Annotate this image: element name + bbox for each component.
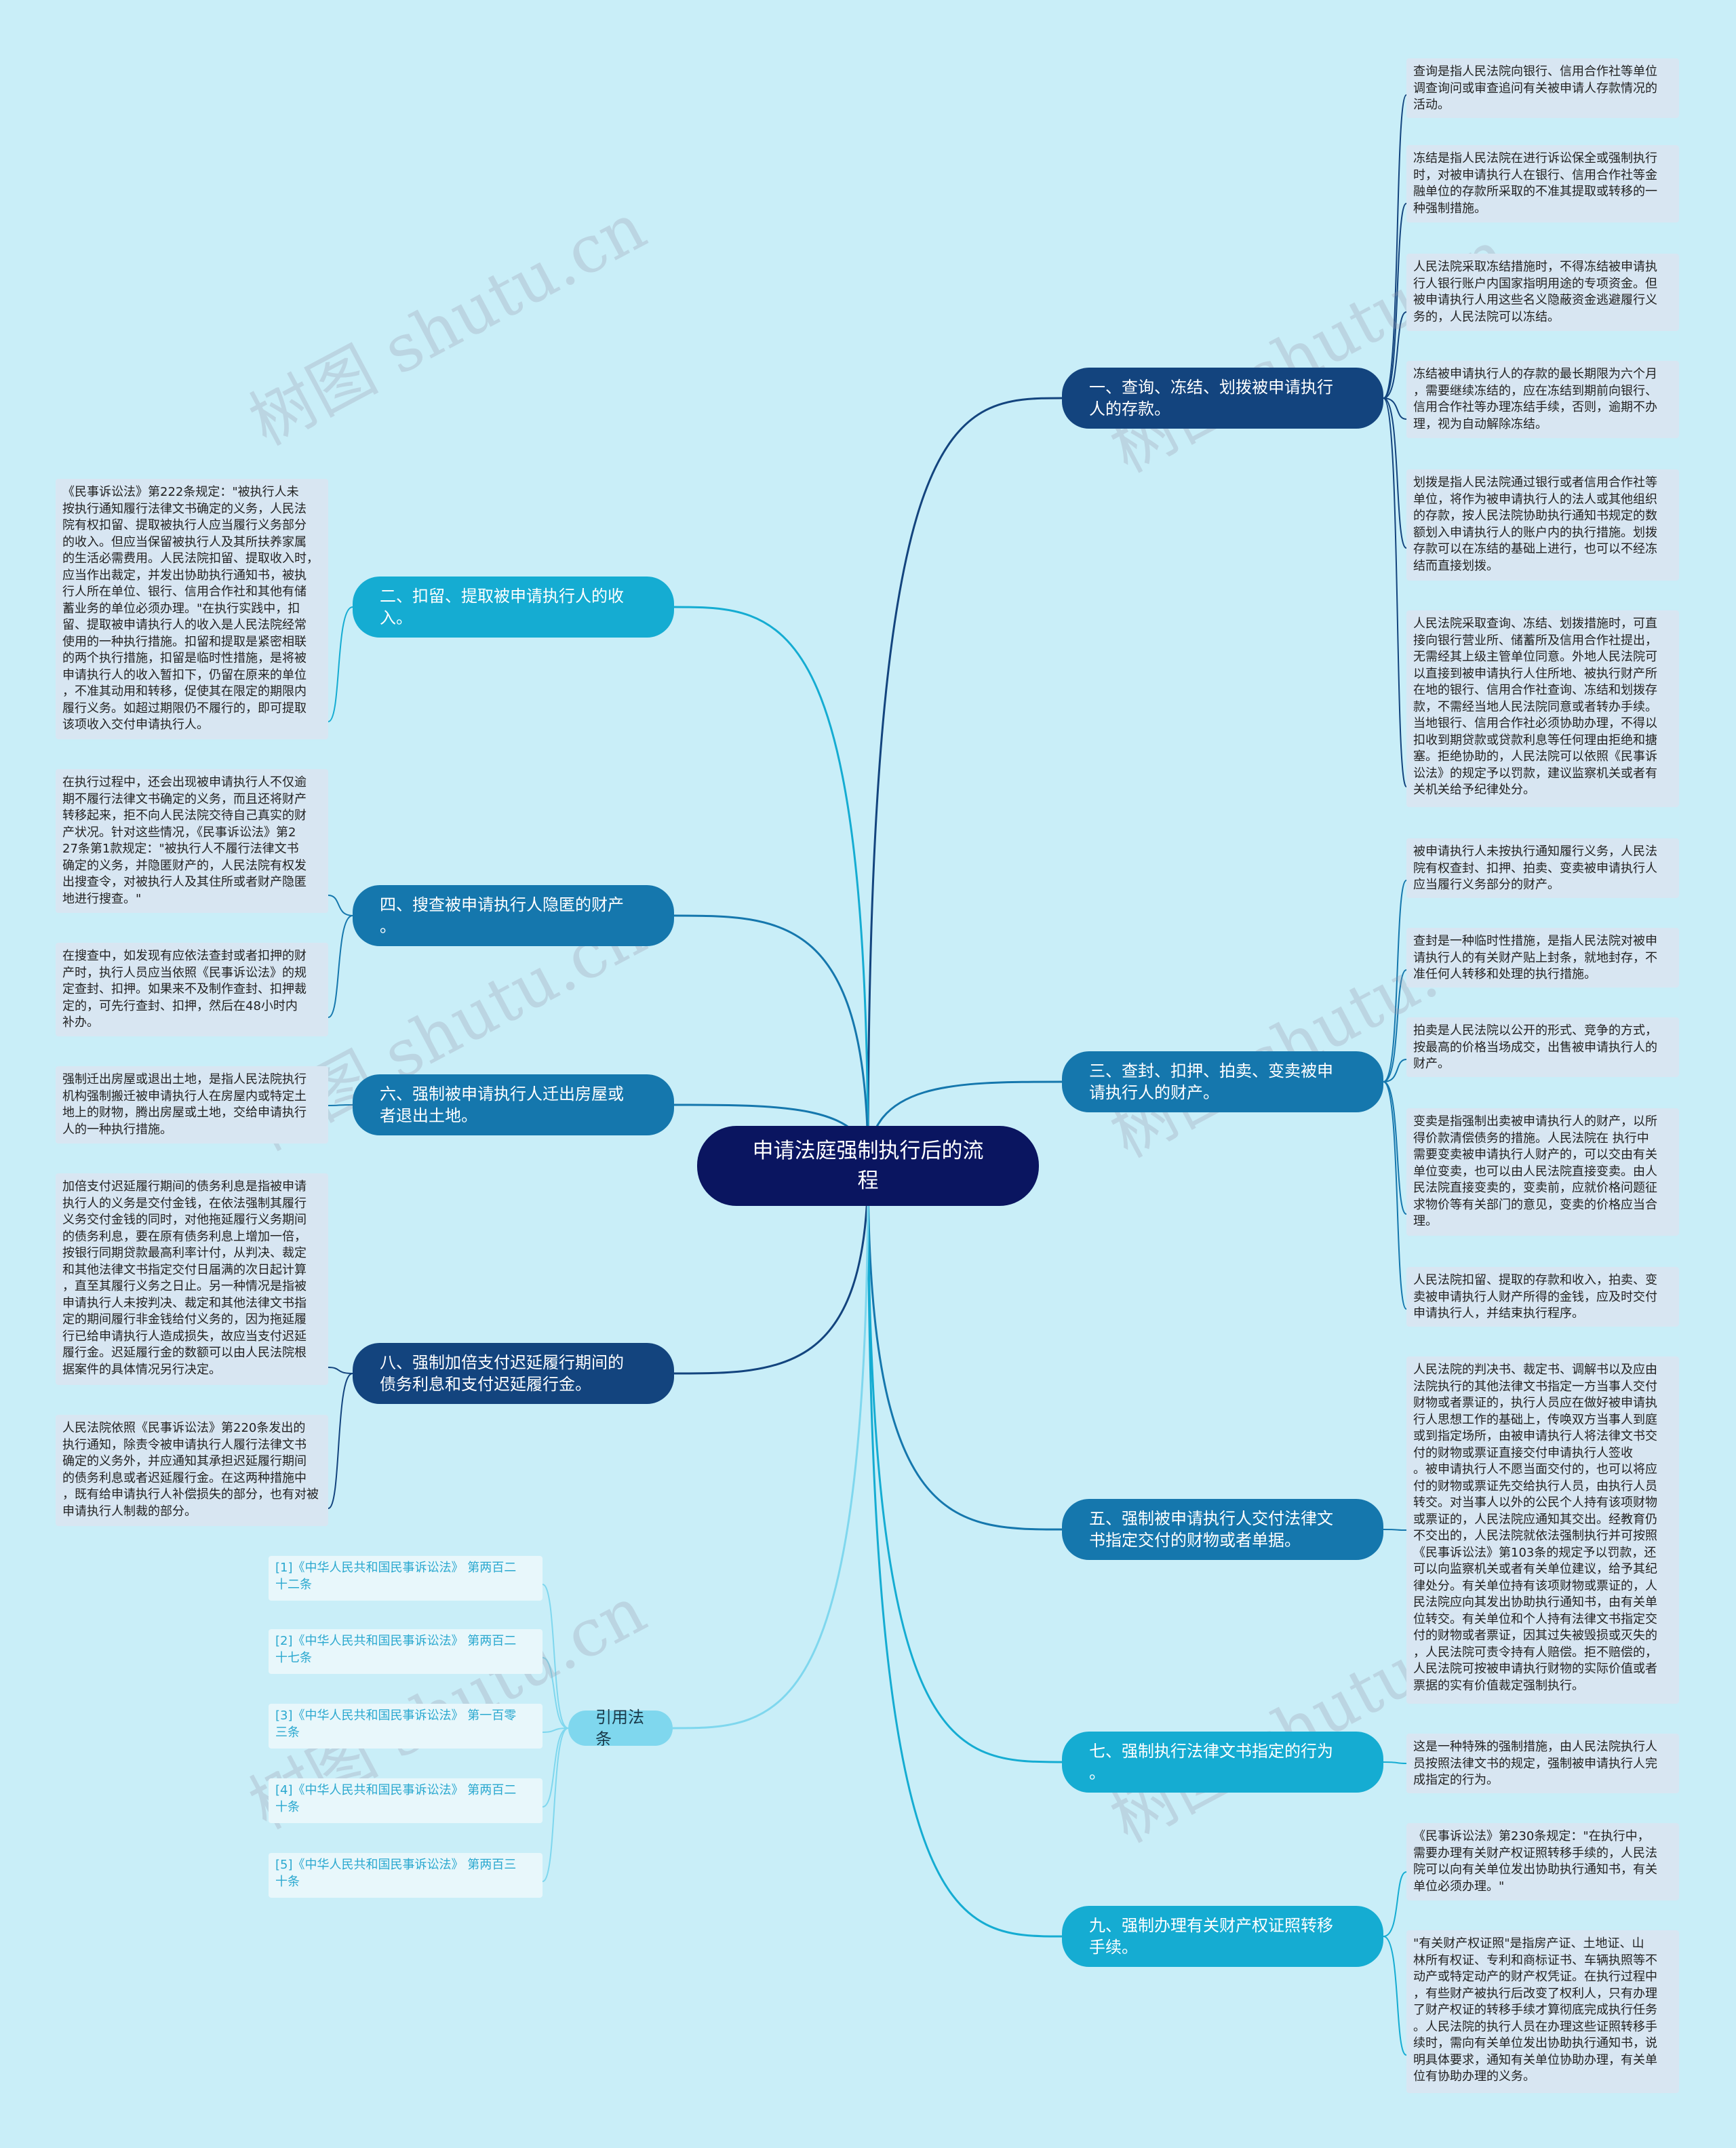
- note-connector: [1383, 1059, 1407, 1082]
- note-connector: [328, 1104, 353, 1106]
- ref-connector: [542, 1727, 569, 1808]
- note-connector: [1383, 397, 1407, 420]
- note-article-222: 《民事诉讼法》第222条规定："被执行人未 按执行通知履行法律文书确定的义务，人…: [56, 479, 328, 739]
- note-connector: [328, 915, 353, 1018]
- branch-connector: [867, 1165, 1063, 1531]
- branch-freeze-deposits[interactable]: 一、查询、冻结、划拨被申请执行 人的存款。: [1062, 368, 1383, 429]
- branch-connector: [673, 606, 869, 1167]
- note-connector: [1383, 203, 1407, 399]
- branch-vacate-house[interactable]: 六、强制被申请执行人迁出房屋或 者退出土地。: [353, 1074, 674, 1135]
- note-transfer-definition: 划拨是指人民法院通过银行或者信用合作社等 单位，将作为被申请执行人的法人或其他组…: [1406, 469, 1679, 581]
- branch-connector: [673, 914, 869, 1167]
- ref-connector: [542, 1657, 569, 1729]
- note-article-220: 人民法院依照《民事诉讼法》第220条发出的 执行通知，除责令被申请执行人履行法律…: [56, 1415, 328, 1526]
- ref-item[interactable]: [4]《中华人民共和国民事诉讼法》 第两百二 十条: [269, 1778, 542, 1823]
- note-vacate-definition: 强制迁出房屋或退出土地，是指人民法院执行 机构强制搬迁被申请执行人在房屋内或特定…: [56, 1066, 328, 1144]
- note-connector: [1383, 397, 1407, 787]
- ref-connector: [542, 1584, 569, 1729]
- note-freeze-duration: 冻结被申请执行人的存款的最长期限为六个月 ，需要继续冻结的，应在冻结到期前向银行…: [1406, 361, 1679, 438]
- note-connector: [1383, 1529, 1407, 1531]
- branch-cited-laws[interactable]: 引用法条: [568, 1708, 673, 1749]
- note-connector: [1383, 397, 1407, 549]
- note-seal-definition: 查封是一种临时性措施，是指人民法院对被申 请执行人的有关财产贴上封条，就地封存，…: [1406, 928, 1679, 988]
- note-sale-definition: 变卖是指强制出卖被申请执行人的财产，以所 得价款清偿债务的措施。人民法院在 执行…: [1406, 1108, 1679, 1236]
- note-query-definition: 查询是指人民法院向银行、信用合作社等单位 调查询问或审查追问有关被申请人存款情况…: [1406, 58, 1679, 118]
- note-special-measure: 这是一种特殊的强制措施，由人民法院执行人 员按照法律文书的规定，强制被申请执行人…: [1406, 1734, 1679, 1793]
- note-freeze-definition: 冻结是指人民法院在进行诉讼保全或强制执行 时，对被申请执行人在银行、信用合作社等…: [1406, 145, 1679, 222]
- branch-withhold-income[interactable]: 二、扣留、提取被申请执行人的收 入。: [353, 577, 674, 638]
- branch-double-interest[interactable]: 八、强制加倍支付迟延履行期间的 债务利息和支付迟延履行金。: [353, 1343, 674, 1404]
- note-seize-rights: 被申请执行人未按执行通知履行义务，人民法 院有权查封、扣押、拍卖、变卖被申请执行…: [1406, 838, 1679, 898]
- ref-connector: [542, 1727, 569, 1882]
- note-connector: [1383, 1081, 1407, 1310]
- branch-connector: [672, 1165, 869, 1730]
- ref-item[interactable]: [2]《中华人民共和国民事诉讼法》 第两百二 十七条: [269, 1629, 542, 1674]
- note-delivery-procedure: 人民法院的判决书、裁定书、调解书以及应由 法院执行的其他法律文书指定一方当事人交…: [1406, 1356, 1679, 1704]
- branch-transfer-certificates[interactable]: 九、强制办理有关财产权证照转移 手续。: [1062, 1906, 1383, 1967]
- note-connector: [1383, 880, 1407, 1082]
- note-connector: [1383, 969, 1407, 1082]
- branch-connector: [867, 397, 1063, 1167]
- branch-search-hidden-property[interactable]: 四、搜查被申请执行人隐匿的财产 。: [353, 885, 674, 946]
- note-connector: [328, 895, 353, 916]
- branch-enforce-acts[interactable]: 七、强制执行法律文书指定的行为 。: [1062, 1732, 1383, 1793]
- note-freeze-restriction: 人民法院采取冻结措施时，不得冻结被申请执 行人银行账户内国家指明用途的专项资金。…: [1406, 254, 1679, 331]
- branch-deliver-documents[interactable]: 五、强制被申请执行人交付法律文 书指定交付的财物或者单据。: [1062, 1499, 1383, 1560]
- note-search-seize: 在搜查中，如发现有应依法查封或者扣押的财 产时，执行人员应当依照《民事诉讼法》的…: [56, 943, 328, 1036]
- note-proceeds-delivery: 人民法院扣留、提取的存款和收入，拍卖、变 卖被申请执行人财产所得的金钱，应及时交…: [1406, 1267, 1679, 1327]
- note-article-227: 在执行过程中，还会出现被申请执行人不仅逾 期不履行法律文书确定的义务，而且还将财…: [56, 769, 328, 913]
- note-connector: [1383, 1936, 1407, 2056]
- ref-item[interactable]: [1]《中华人民共和国民事诉讼法》 第两百二 十二条: [269, 1556, 542, 1601]
- branch-connector: [673, 1165, 869, 1375]
- note-connector: [328, 1373, 353, 1509]
- note-double-interest: 加倍支付迟延履行期间的债务利息是指被申请 执行人的义务是交付金钱，在依法强制其履…: [56, 1173, 328, 1385]
- note-connector: [1383, 1871, 1407, 1937]
- note-connector: [1383, 94, 1407, 399]
- note-connector: [328, 1367, 353, 1374]
- branch-seize-property[interactable]: 三、查封、扣押、拍卖、变卖被申 请执行人的财产。: [1062, 1051, 1383, 1112]
- branch-connector: [867, 1165, 1063, 1763]
- branch-connector: [867, 1165, 1063, 1938]
- ref-item[interactable]: [3]《中华人民共和国民事诉讼法》 第一百零 三条: [269, 1704, 542, 1749]
- ref-item[interactable]: [5]《中华人民共和国民事诉讼法》 第两百三 十条: [269, 1853, 542, 1898]
- note-connector: [328, 606, 353, 722]
- ref-connector: [542, 1727, 569, 1733]
- note-connector: [1383, 1081, 1407, 1215]
- note-connector: [1383, 1761, 1407, 1764]
- root-topic[interactable]: 申请法庭强制执行后的流 程: [697, 1126, 1039, 1206]
- note-article-230: 《民事诉讼法》第230条规定："在执行中， 需要办理有关财产权证照转移手续的，人…: [1406, 1823, 1679, 1900]
- note-connector: [1383, 311, 1407, 399]
- note-certificate-definition: "有关财产权证照"是指房产证、土地证、山 林所有权证、专利和商标证书、车辆执照等…: [1406, 1930, 1679, 2093]
- note-measures-procedure: 人民法院采取查询、冻结、划拨措施时，可直 接向银行营业所、储蓄所及信用合作社提出…: [1406, 610, 1679, 807]
- note-auction-definition: 拍卖是人民法院以公开的形式、竞争的方式， 按最高的价格当场成交，出售被申请执行人…: [1406, 1017, 1679, 1077]
